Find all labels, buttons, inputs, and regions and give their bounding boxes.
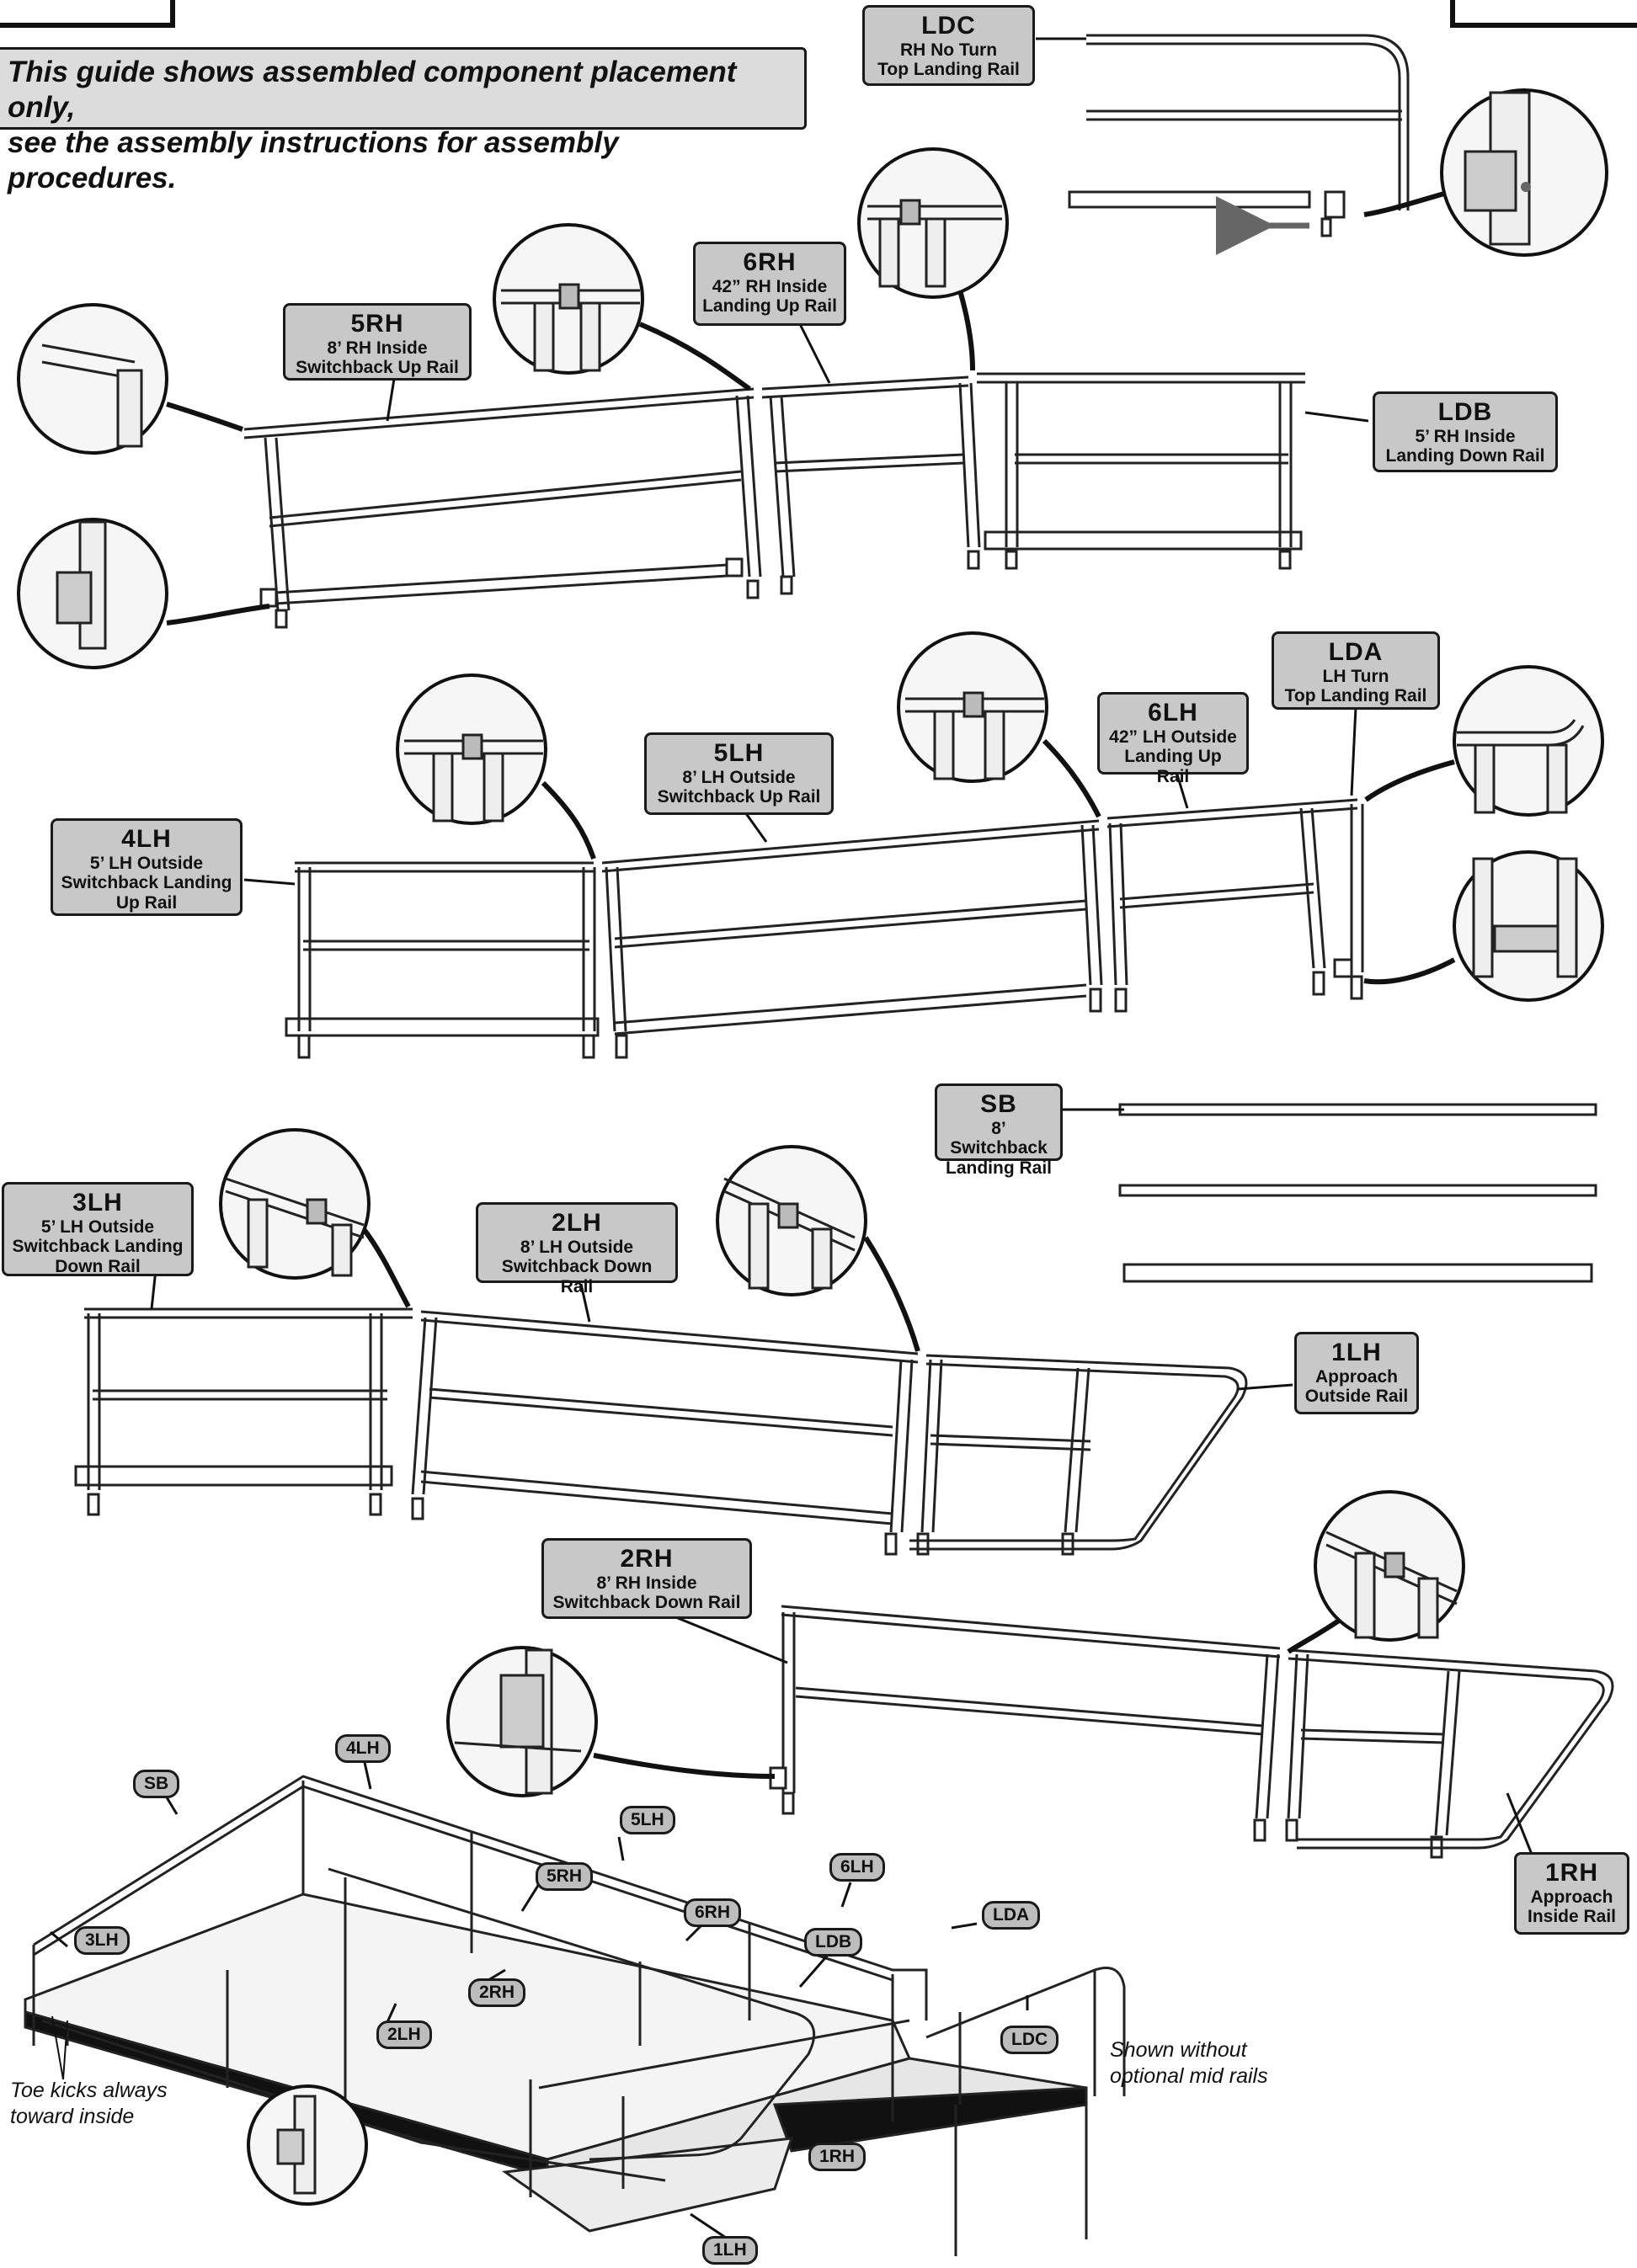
callout-5lh: 5LH 8’ LH Outside Switchback Up Rail [644,732,834,815]
part-desc: 5’ RH Inside Landing Down Rail [1385,426,1545,466]
sb-rails-drawing [1118,1103,1597,1283]
callout-6rh: 6RH 42” RH Inside Landing Up Rail [693,242,846,326]
callout-4lh: 4LH 5’ LH Outside Switchback Landing Up … [51,818,243,916]
row1-detail-circle-1 [17,303,244,455]
assembly-label-5rh: 5RH [536,1862,594,1892]
part-code: SB [980,1090,1017,1118]
row2-detail-circle-1 [396,673,596,860]
row3-rail-assembly [74,1307,1248,1556]
callout-5rh: 5RH 8’ RH Inside Switchback Up Rail [283,303,472,381]
part-code: 6RH [743,248,797,276]
assembled-detail-circle [247,2084,368,2206]
assembly-label-6rh: 6RH [684,1898,742,1928]
row2-rail-assembly [285,798,1364,1059]
part-code: 4LH [121,825,172,853]
callout-sb: SB 8’ Switchback Landing Rail [935,1083,1063,1178]
part-desc: 8’ Switchback Landing Rail [946,1118,1052,1178]
callout-ldc: LDC RH No Turn Top Landing Rail [862,5,1035,86]
assembly-label-5lh: 5LH [620,1806,675,1835]
assembly-label-sb: SB [133,1770,180,1799]
row3-detail-circle-1 [219,1128,411,1308]
corner-frame-right [1450,0,1637,28]
mid-rails-note: Shown without optional mid rails [1110,2038,1268,2088]
assembly-guide-note: This guide shows assembled component pla… [0,47,807,194]
assembly-label-lda: LDA [982,1901,1041,1930]
assembly-label-1lh: 1LH [702,2236,758,2265]
part-desc: 42” RH Inside Landing Up Rail [702,276,837,317]
part-code: 6LH [1148,699,1198,727]
row1-detail-circle-4 [857,147,1009,371]
part-desc: RH No Turn Top Landing Rail [877,40,1020,80]
callout-6lh: 6LH 42” LH Outside Landing Up Rail [1097,692,1249,786]
part-desc: Approach Inside Rail [1527,1887,1617,1927]
part-code: LDB [1437,398,1493,426]
row1-detail-circle-3 [493,223,751,391]
toe-kick-pointer-1 [62,2020,68,2080]
part-desc: LH Turn Top Landing Rail [1284,666,1427,706]
callout-ldb: LDB 5’ RH Inside Landing Down Rail [1373,391,1558,472]
assembly-label-2lh: 2LH [376,2020,432,2050]
row3-detail-circle-2 [716,1145,920,1352]
part-desc: 42” LH Outside Landing Up Rail [1109,727,1237,786]
row2-detail-circle-2 [897,631,1101,818]
row4-detail-circle-1 [1287,1490,1465,1654]
part-desc: 8’ RH Inside Switchback Up Rail [296,338,459,378]
row4-rail-assembly [769,1605,1614,1859]
part-desc: 8’ LH Outside Switchback Up Rail [657,767,821,807]
part-code: 1LH [1331,1339,1382,1366]
callout-lda: LDA LH Turn Top Landing Rail [1272,631,1440,710]
corner-frame-left [0,0,175,28]
part-code: 5RH [350,310,404,338]
callout-2lh: 2LH 8’ LH Outside Switchback Down Rail [476,1202,678,1296]
assembly-label-4lh: 4LH [335,1734,391,1764]
part-desc: 8’ RH Inside Switchback Down Rail [552,1573,741,1613]
callout-2rh: 2RH 8’ RH Inside Switchback Down Rail [541,1538,752,1619]
part-code: 3LH [72,1189,123,1217]
row4-detail-circle-2 [446,1646,776,1797]
part-code: 2RH [620,1545,674,1573]
assembly-label-ldb: LDB [804,1928,863,1957]
assembled-ramp-view [24,1775,1126,2256]
part-code: 1RH [1544,1859,1598,1887]
assembly-label-ldc: LDC [1000,2026,1059,2055]
part-desc: 8’ LH Outside Switchback Down Rail [501,1237,653,1296]
toe-kicks-note: Toe kicks always toward inside [10,2079,168,2128]
part-desc: 5’ LH Outside Switchback Landing Down Ra… [12,1217,184,1276]
assembly-label-6lh: 6LH [829,1853,885,1882]
toe-kick-pointer-2 [51,2015,64,2080]
ldc-rail-drawing [1068,34,1410,255]
part-desc: 5’ LH Outside Switchback Landing Up Rail [61,853,232,913]
row1-detail-circle-2 [17,518,270,669]
part-code: LDA [1328,638,1384,666]
callout-1rh: 1RH Approach Inside Rail [1514,1852,1629,1935]
part-code: LDC [921,12,976,40]
assembly-label-3lh: 3LH [74,1926,130,1956]
callout-1lh: 1LH Approach Outside Rail [1294,1332,1419,1414]
callout-3lh: 3LH 5’ LH Outside Switchback Landing Dow… [2,1182,194,1276]
row1-rail-assembly [243,372,1305,629]
part-code: 5LH [713,739,765,767]
row2-detail-circle-3 [1364,665,1604,817]
part-code: 2LH [552,1209,602,1237]
part-desc: Approach Outside Rail [1304,1366,1409,1407]
row2-detail-circle-4 [1363,850,1604,1002]
ldc-detail-circle [1363,88,1608,257]
assembly-label-1rh: 1RH [808,2143,866,2172]
assembly-label-2rh: 2RH [468,1978,526,2008]
